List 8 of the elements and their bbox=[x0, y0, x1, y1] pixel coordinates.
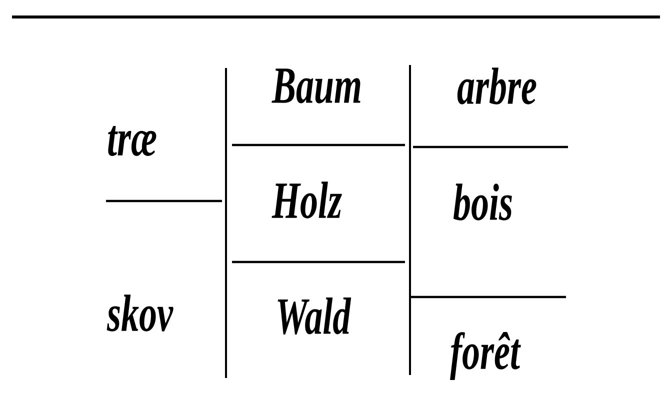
word-label: skov bbox=[106, 294, 174, 332]
word-label: træ bbox=[108, 126, 156, 156]
word-label: Wald bbox=[278, 298, 352, 334]
word-label: arbre bbox=[457, 68, 536, 104]
word-label: Holz bbox=[272, 182, 342, 218]
word-label: forêt bbox=[450, 332, 521, 380]
word-label: Baum bbox=[272, 68, 360, 104]
word-label: bois bbox=[453, 184, 512, 220]
